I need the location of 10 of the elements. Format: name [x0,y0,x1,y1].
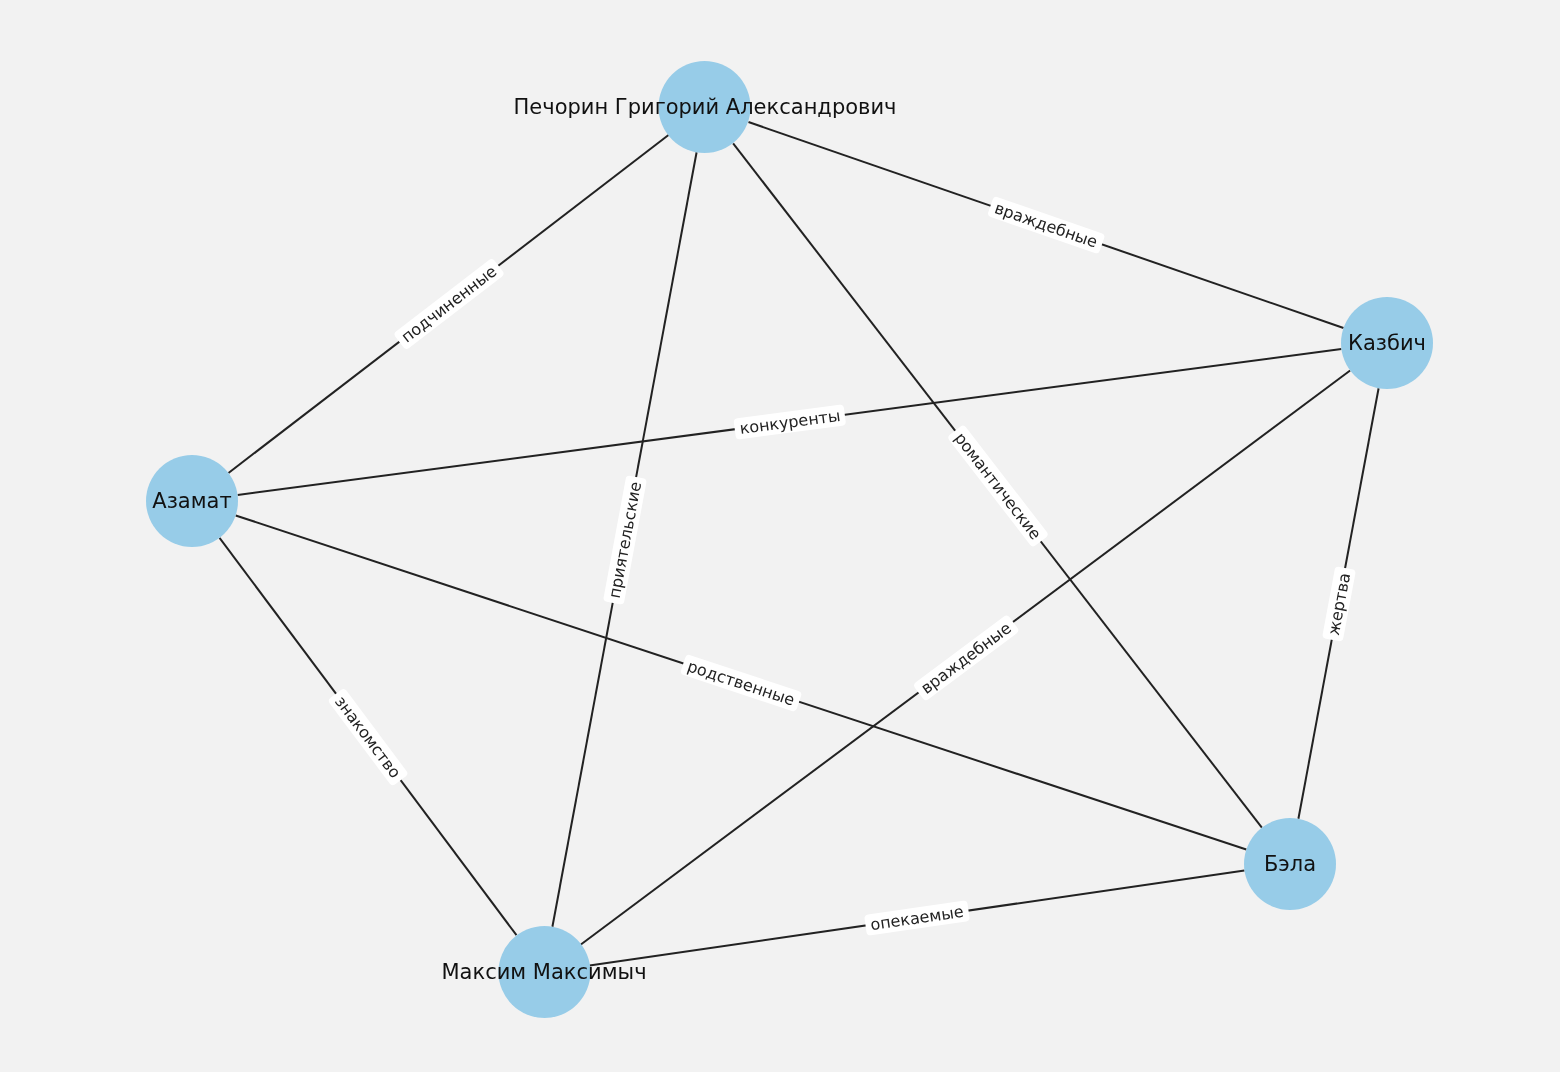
node-label: Азамат [152,489,232,513]
node-label: Казбич [1348,331,1426,355]
connector-line [236,348,1343,496]
edge-label: конкуренты [732,404,847,440]
node-label: Печорин Григорий Александрович [513,95,897,119]
edge-label: жертва [1321,565,1356,642]
edge-label: опекаемые [864,900,970,936]
node-label: Бэла [1263,852,1317,876]
node-label: Максим Максимыч [441,960,647,984]
connector-line [234,514,1248,851]
